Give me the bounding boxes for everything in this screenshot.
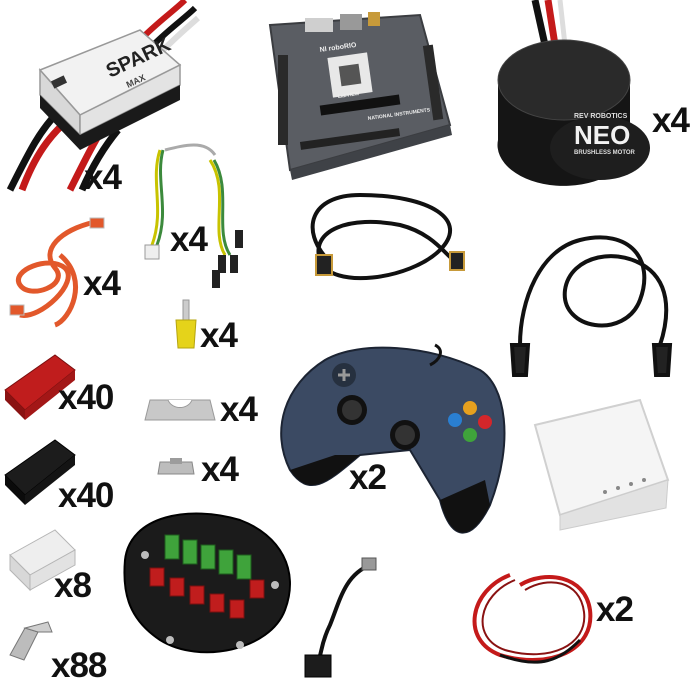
gamepad	[280, 343, 506, 534]
radio-access-point	[533, 398, 670, 531]
neo-logo: NEO	[574, 120, 630, 150]
white-housing	[9, 529, 76, 592]
usb-b-cable	[310, 192, 465, 281]
gamepad-quantity: x2	[349, 458, 387, 497]
can-wire-pigtail-quantity: x4	[170, 220, 208, 259]
small-clip-quantity: x4	[201, 450, 239, 489]
crimp-contact-quantity: x88	[51, 646, 107, 685]
red-black-wire-quantity: x2	[596, 590, 634, 629]
crimp-contact	[9, 621, 53, 661]
ethernet-cable	[509, 235, 673, 377]
black-powerpole-housing	[4, 439, 76, 505]
neo-motor-quantity: x4	[652, 101, 690, 140]
red-powerpole-quantity: x40	[58, 378, 114, 417]
black-powerpole-quantity: x40	[58, 476, 114, 515]
red-powerpole-housing	[4, 354, 76, 420]
mounting-clip-quantity: x4	[220, 390, 258, 429]
ethernet-adapter	[304, 557, 377, 678]
neo-brand-label: REV ROBOTICS	[574, 113, 628, 120]
neo-motor: REV ROBOTICS NEO BRUSHLESS MOTOR	[497, 0, 650, 186]
usb-c-cable-quantity: x4	[83, 264, 121, 303]
neo-sub-label: BRUSHLESS MOTOR	[574, 150, 636, 156]
spark-max-quantity: x4	[84, 158, 122, 197]
power-distribution-hub	[123, 512, 291, 654]
mounting-clip	[144, 399, 216, 421]
wire-ferrule	[175, 299, 197, 349]
spark-max-controller: SPARK MAX	[6, 0, 200, 192]
can-wire-pigtail	[144, 143, 243, 288]
roborio-controller: NI roboRIO LabVIEW NATIONAL INSTRUMENTS	[268, 12, 452, 180]
red-black-wire	[472, 573, 593, 664]
wire-ferrule-quantity: x4	[200, 316, 238, 355]
usb-c-cable	[9, 217, 105, 328]
small-clip	[157, 458, 195, 475]
white-housing-quantity: x8	[54, 566, 92, 605]
roborio-labview-label: LabVIEW	[337, 91, 360, 100]
